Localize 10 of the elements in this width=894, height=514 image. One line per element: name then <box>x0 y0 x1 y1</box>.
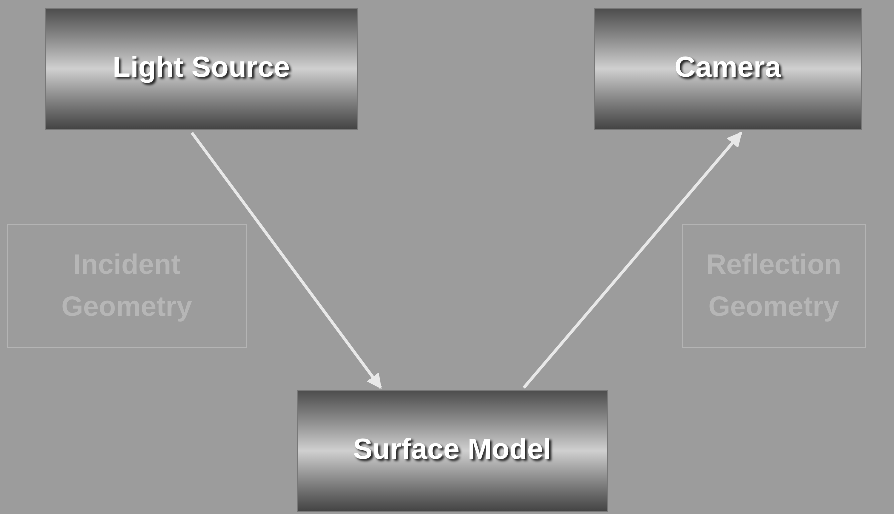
arrow <box>522 132 743 389</box>
box-label: Camera <box>674 52 782 86</box>
outline-box <box>7 224 247 348</box>
gradient-box <box>594 8 862 130</box>
gradient-box <box>297 390 608 512</box>
box-label: Surface Model <box>352 434 553 468</box>
gradient-box <box>45 8 358 130</box>
box-label: Light Source <box>112 52 292 86</box>
outline-box <box>682 224 866 348</box>
arrow <box>190 132 382 390</box>
